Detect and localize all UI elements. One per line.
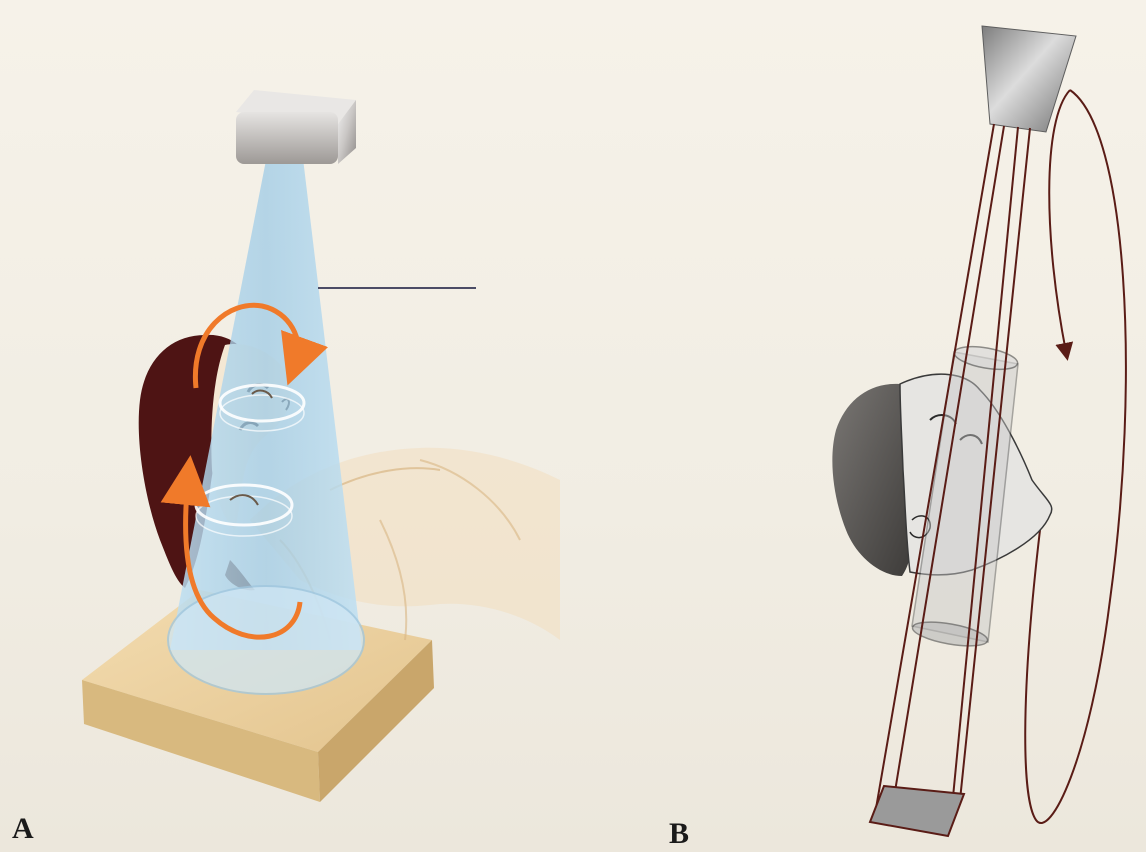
flat-panel-detector-icon [870,786,964,836]
x-ray-source-box-icon [236,90,356,164]
panel-label-a: A [12,812,34,846]
x-ray-tube-trapezoid-icon [982,26,1076,132]
panel-label-b: B [669,817,689,851]
rotation-orbit [1025,90,1126,823]
panel-b [832,26,1126,836]
panel-a [82,90,560,802]
beam-base-ellipse [168,586,364,694]
